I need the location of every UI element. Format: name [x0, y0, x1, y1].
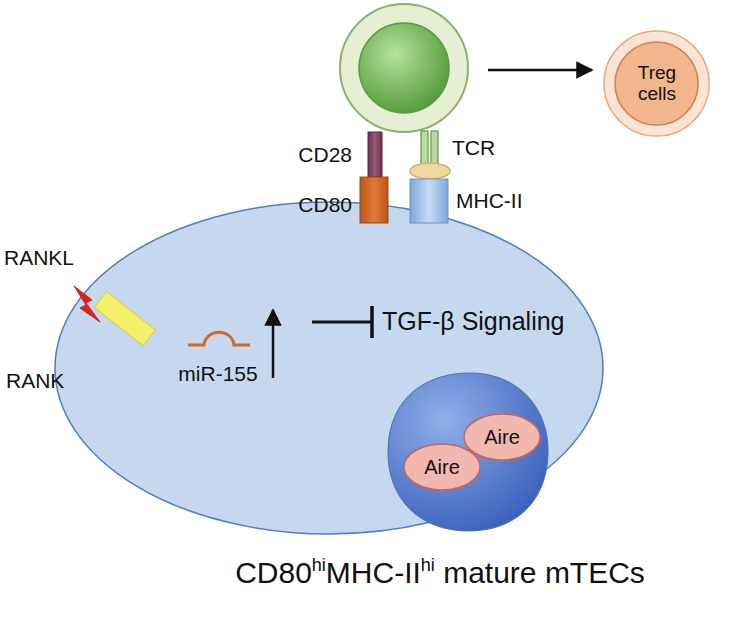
- molecule-label: CD28: [298, 143, 352, 166]
- molecule-label: MHC-II: [456, 189, 523, 212]
- mtec-cell: CD80hiMHC-IIhi mature mTECsAireAire: [54, 201, 604, 535]
- cell-outline: [54, 201, 604, 535]
- node-label: Aire: [484, 426, 520, 448]
- mhc-ii-molecule: [410, 179, 448, 223]
- node-label: Aire: [424, 456, 460, 478]
- aire-protein: Aire: [463, 413, 541, 461]
- upregulation-arrow: [272, 310, 275, 378]
- molecule-label: CD80: [298, 193, 352, 216]
- molecule-label: TGF-β Signaling: [382, 308, 565, 336]
- rankl-signal: [74, 286, 100, 322]
- molecule-label: RANKL: [4, 246, 74, 269]
- inhibition-bar: [312, 306, 372, 338]
- cd80-ligand: [360, 177, 388, 223]
- rank-receptor: [94, 292, 155, 346]
- tcr-receptor: [410, 131, 450, 179]
- mirna-hairpin: [188, 332, 250, 345]
- t-cell: [340, 4, 468, 132]
- molecule-label: RANK: [6, 369, 64, 392]
- cell-caption: CD80hiMHC-IIhi mature mTECs: [235, 556, 645, 589]
- aire-protein: Aire: [403, 443, 481, 491]
- cd28-receptor: [368, 132, 382, 177]
- node-label: Treg cells: [627, 63, 687, 105]
- molecule-label: miR-155: [178, 362, 257, 385]
- treg-cell: Treg cells: [603, 30, 710, 137]
- differentiation-arrow: [488, 69, 592, 72]
- molecule-label: TCR: [452, 136, 495, 159]
